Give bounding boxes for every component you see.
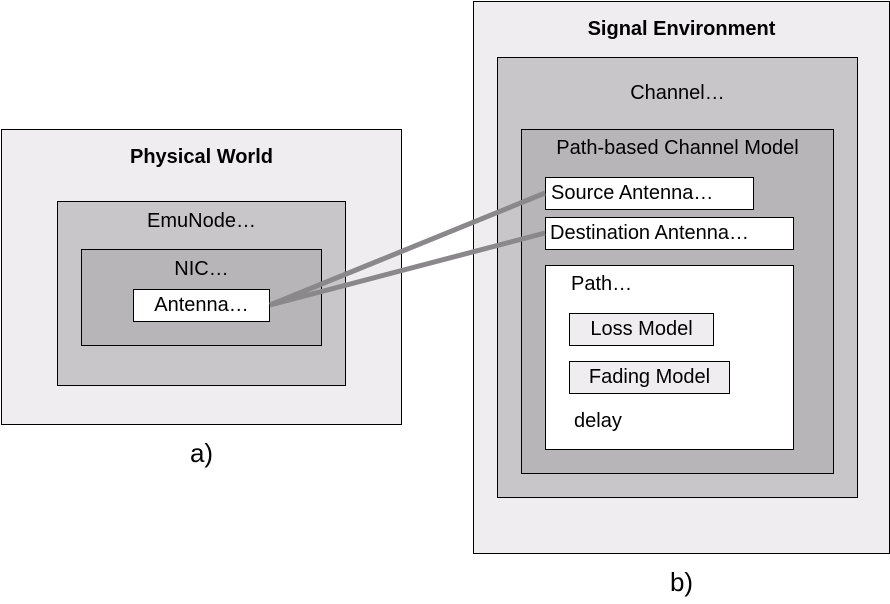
delay-label: delay: [574, 410, 622, 432]
destination-antenna-label: Destination Antenna…: [550, 222, 750, 244]
channel-label: Channel…: [630, 82, 725, 104]
caption-a: a): [189, 438, 214, 468]
nic-label: NIC…: [174, 258, 229, 280]
emunode-label: EmuNode…: [147, 210, 256, 232]
fading-model-label: Fading Model: [588, 366, 711, 388]
source-antenna-label: Source Antenna…: [551, 182, 714, 204]
loss-model-label: Loss Model: [590, 318, 693, 340]
physical-world-title: Physical World: [129, 146, 273, 168]
antenna-label: Antenna…: [154, 294, 249, 316]
caption-b: b): [669, 567, 694, 597]
signal-environment-title: Signal Environment: [587, 18, 776, 40]
source-antenna-box: [545, 177, 754, 210]
path-label: Path…: [571, 273, 633, 295]
fading-model-box: [569, 361, 730, 394]
path-model-label: Path-based Channel Model: [556, 137, 799, 159]
loss-model-box: [569, 313, 714, 346]
antenna-box: [133, 289, 270, 322]
path-box: [545, 265, 794, 450]
